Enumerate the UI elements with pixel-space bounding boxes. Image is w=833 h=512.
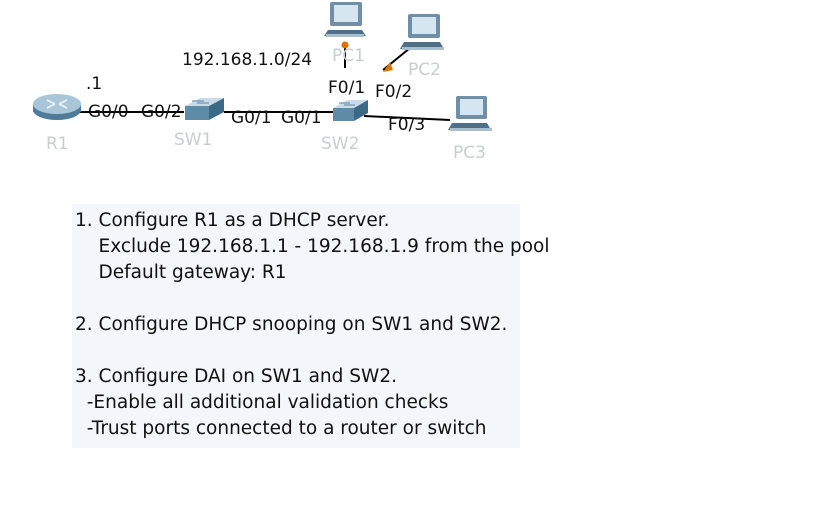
port-label-sw2-g01: G0/1 bbox=[281, 108, 322, 128]
router-icon[interactable] bbox=[33, 94, 81, 120]
pc-icon-pc3[interactable] bbox=[448, 96, 492, 131]
device-label-pc3: PC3 bbox=[453, 143, 486, 163]
pc-icon-pc1[interactable] bbox=[324, 2, 366, 37]
instruction-line: -Trust ports connected to a router or sw… bbox=[75, 418, 487, 439]
device-label-pc2: PC2 bbox=[408, 60, 441, 80]
link-status-pc2 bbox=[383, 62, 393, 72]
instruction-line: Default gateway: R1 bbox=[75, 262, 287, 283]
port-label-sw2-f02: F0/2 bbox=[375, 82, 413, 102]
instruction-line: 1. Configure R1 as a DHCP server. bbox=[75, 210, 390, 231]
instructions-note: 1. Configure R1 as a DHCP server. Exclud… bbox=[72, 204, 550, 448]
pc-icon-pc2[interactable] bbox=[400, 14, 444, 50]
device-label-sw1: SW1 bbox=[174, 130, 213, 150]
device-label-pc1: PC1 bbox=[332, 46, 365, 66]
port-label-sw2-f03: F0/3 bbox=[388, 115, 426, 135]
switch-icon-sw2[interactable] bbox=[333, 100, 368, 121]
device-label-r1: R1 bbox=[46, 134, 69, 154]
switch-icon-sw1[interactable] bbox=[185, 98, 224, 120]
network-label: 192.168.1.0/24 bbox=[182, 50, 313, 70]
r1-ip-label: .1 bbox=[86, 74, 103, 94]
instruction-line: 2. Configure DHCP snooping on SW1 and SW… bbox=[75, 314, 508, 335]
instruction-line: Exclude 192.168.1.1 - 192.168.1.9 from t… bbox=[75, 236, 550, 257]
instruction-line: 3. Configure DAI on SW1 and SW2. bbox=[75, 366, 397, 387]
port-label-sw1-g02: G0/2 bbox=[141, 102, 182, 122]
link-sw2-pc3 bbox=[363, 115, 451, 121]
port-label-sw1-g01: G0/1 bbox=[231, 108, 272, 128]
device-label-sw2: SW2 bbox=[321, 134, 360, 154]
port-label-r1-g00: G0/0 bbox=[88, 102, 129, 122]
link-status-pc1 bbox=[341, 41, 349, 49]
topology-diagram bbox=[33, 2, 492, 131]
instruction-line: -Enable all additional validation checks bbox=[75, 392, 449, 413]
port-label-sw2-f01: F0/1 bbox=[328, 78, 366, 98]
